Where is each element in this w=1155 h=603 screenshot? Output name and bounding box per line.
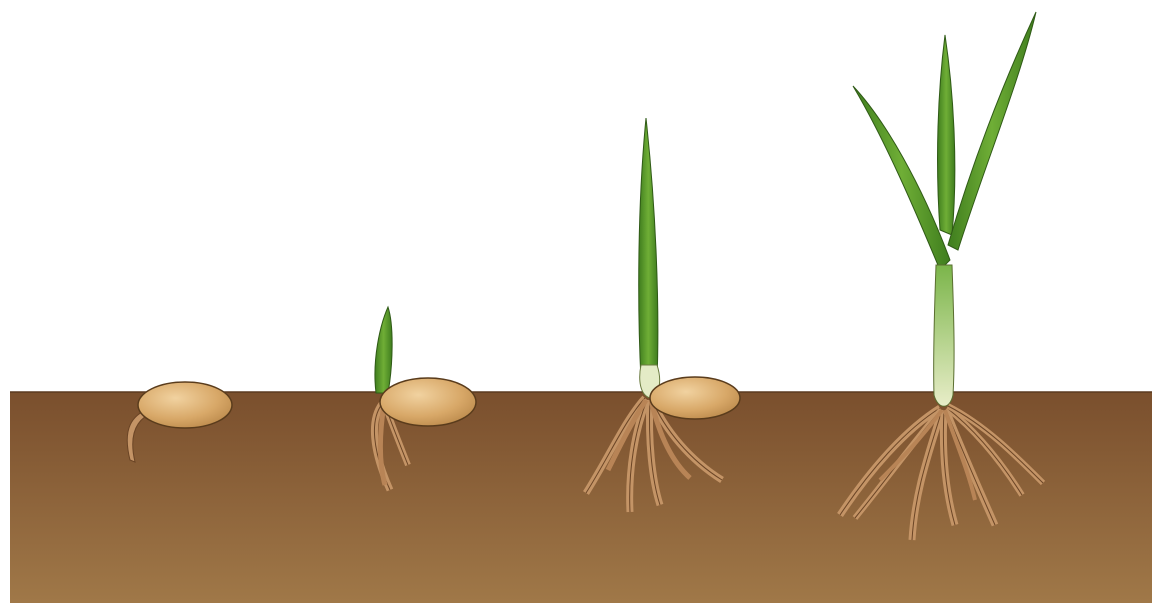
stage-3-seed-body: [650, 377, 740, 419]
stage-2-seed-body: [380, 378, 476, 426]
stage-2-shoot: [375, 307, 392, 393]
stage-4-leaf-middle: [938, 35, 955, 235]
stage-4-leaf-right: [948, 12, 1036, 250]
stage-1-seed-body: [138, 382, 232, 428]
stage-4-leaf-left: [853, 86, 950, 270]
stage-4-stem: [934, 265, 954, 406]
stage-3-leaf: [639, 118, 658, 380]
